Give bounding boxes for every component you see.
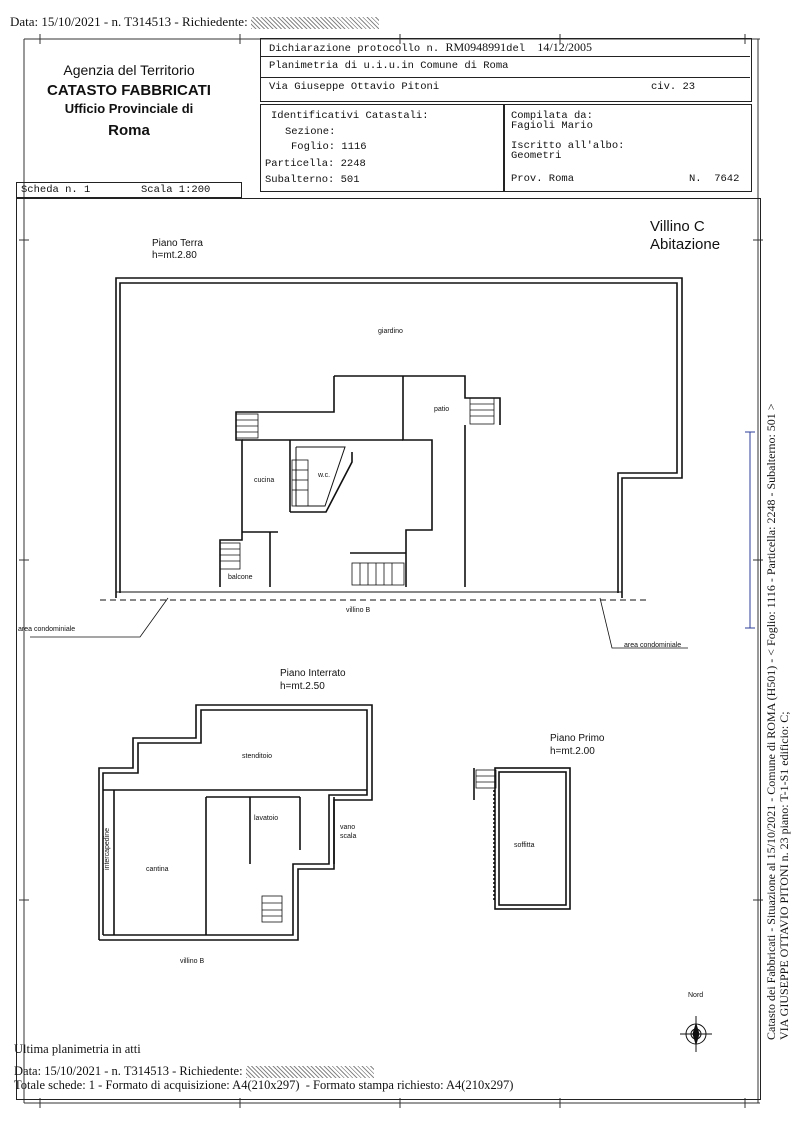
side-text-line2: VIA GIUSEPPE OTTAVIO PITONI n. 23 piano:…: [777, 711, 791, 1040]
sheet-box: Scheda n. 1 Scala 1:200: [16, 182, 242, 198]
building-use: Abitazione: [650, 236, 721, 253]
registration-number: N. 7642: [689, 173, 740, 185]
label-area-condominiale-right: area condominiale: [624, 642, 682, 649]
stairs-primo: [475, 769, 497, 789]
subalterno: Subalterno: 501: [265, 174, 360, 186]
floor-terra-height: h=mt.2.80: [152, 250, 197, 261]
room-patio: patio: [434, 406, 450, 413]
date-label: del: [506, 43, 526, 55]
foglio: Foglio: 1116: [291, 141, 367, 153]
label-villino-b-top: villino B: [346, 607, 371, 614]
sezione: Sezione:: [285, 126, 336, 138]
floor-interrato-height: h=mt.2.50: [280, 681, 325, 692]
room-stenditoio: stenditoio: [242, 753, 272, 760]
room-wc: w.c.: [318, 472, 331, 479]
protocol-label: Dichiarazione protocollo n.: [269, 43, 440, 55]
footer-data-text: Data: 15/10/2021 - n. T314513 - Richiede…: [14, 1064, 243, 1078]
room-lavatoio: lavatoio: [254, 815, 279, 822]
plan-interrato: [98, 704, 373, 941]
civic-number: civ. 23: [651, 81, 696, 93]
protocol-date: 14/12/2005: [537, 40, 593, 54]
room-giardino: giardino: [378, 328, 403, 335]
footer-redacted-requester: [245, 1066, 374, 1079]
floor-primo-height: h=mt.2.00: [550, 746, 595, 757]
redacted-requester: [250, 17, 379, 30]
floor-interrato-title: Piano Interrato: [280, 668, 346, 679]
footer-last-plan: Ultima planimetria in atti: [14, 1042, 141, 1056]
sheet-number: Scheda n. 1: [21, 184, 91, 196]
room-cucina: cucina: [254, 477, 275, 484]
identifiers-box: Identificativi Catastali: Sezione: Fogli…: [260, 104, 504, 192]
plan-line: Planimetria di u.i.u.in Comune di Roma: [269, 60, 509, 72]
sheet-scale: Scala 1:200: [141, 184, 211, 196]
footer-data-line: Data: 15/10/2021 - n. T314513 - Richiede…: [14, 1064, 374, 1079]
stairs-terra: [219, 397, 495, 586]
province: Prov. Roma: [511, 173, 575, 185]
compiled-label: Compilata da:: [511, 110, 593, 122]
room-intercapedine: intercapedine: [104, 827, 111, 870]
identifiers-title: Identificativi Catastali:: [271, 110, 429, 122]
room-scala: scala: [340, 833, 357, 840]
compiler-box: Compilata da: Fagioli Mario Iscritto all…: [504, 104, 752, 192]
footer-totals: Totale schede: 1 - Formato di acquisizio…: [14, 1078, 514, 1092]
albo-label: Iscritto all'albo:: [511, 140, 625, 152]
label-villino-b-bottom: villino B: [180, 958, 205, 965]
building-name: Villino C: [650, 218, 705, 235]
floor-terra-title: Piano Terra: [152, 238, 203, 249]
compass-label: Nord: [688, 992, 704, 999]
agency-office: Ufficio Provinciale di: [64, 101, 194, 116]
agency-catasto: CATASTO FABBRICATI: [47, 82, 211, 99]
room-soffitta: soffitta: [514, 842, 535, 849]
room-cantina: cantina: [146, 866, 169, 873]
declaration-box: Dichiarazione protocollo n. RM0948991del…: [260, 38, 752, 102]
particella: Particella: 2248: [265, 158, 366, 170]
top-header-text: Data: 15/10/2021 - n. T314513 - Richiede…: [10, 14, 248, 29]
top-header: Data: 15/10/2021 - n. T314513 - Richiede…: [10, 14, 379, 30]
street-name: Via Giuseppe Ottavio Pitoni: [269, 81, 440, 93]
plan-terra: [100, 277, 683, 601]
floor-primo-title: Piano Primo: [550, 733, 605, 744]
compiled-name: Fagioli Mario: [511, 120, 593, 132]
compass-rose: [680, 1016, 712, 1052]
plan-primo: [473, 767, 571, 910]
room-vano: vano: [340, 824, 356, 831]
stairs-interrato: [261, 895, 283, 923]
agency-block: Agenzia del Territorio CATASTO FABBRICAT…: [24, 40, 234, 188]
drawing-frame: [16, 198, 761, 1100]
albo-value: Geometri: [511, 150, 562, 162]
agency-city: Roma: [108, 122, 150, 139]
agency-name: Agenzia del Territorio: [63, 62, 195, 78]
label-area-condominiale-left: area condominiale: [18, 626, 76, 633]
room-balcone: balcone: [228, 574, 253, 581]
leader-lines: [30, 597, 688, 649]
protocol-number: RM0948991: [445, 40, 507, 54]
